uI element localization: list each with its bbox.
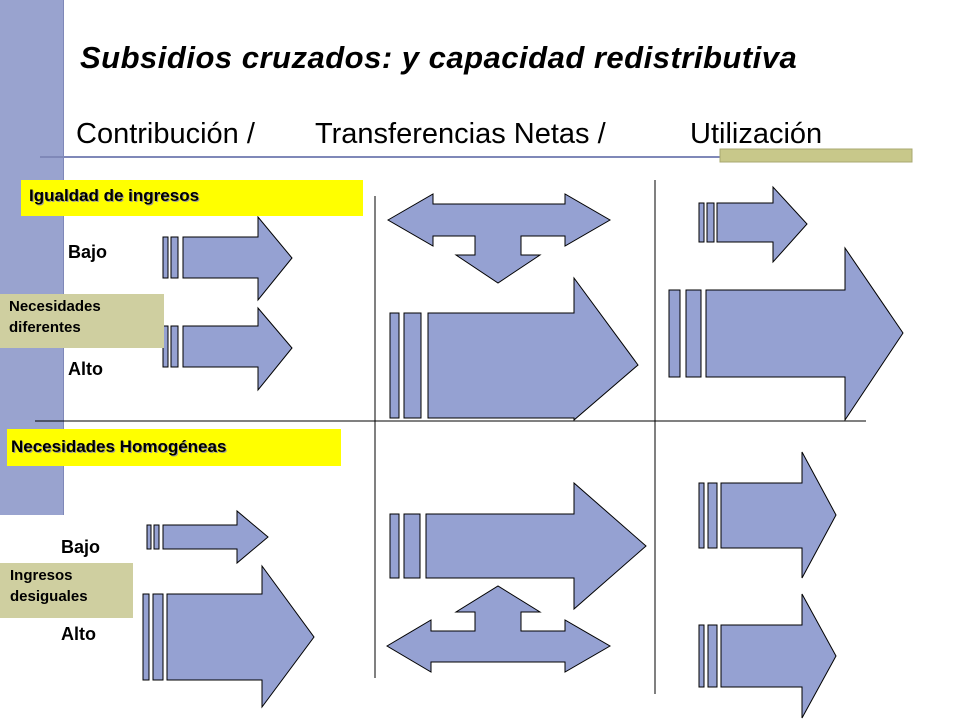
arrow-utilization-top-small bbox=[698, 185, 808, 264]
side-label-line-1: Ingresos bbox=[10, 567, 73, 584]
slide-title: Subsidios cruzados: y capacidad redistri… bbox=[80, 40, 798, 75]
row-label-low-top: Bajo bbox=[68, 242, 108, 262]
column-header-contribution: Contribución / bbox=[76, 118, 255, 150]
row-label-low-bottom: Bajo bbox=[61, 537, 101, 557]
side-label-line-2: diferentes bbox=[9, 319, 81, 336]
arrow-contribution-bottom-low bbox=[146, 509, 269, 565]
column-header-net-transfers: Transferencias Netas / bbox=[315, 118, 606, 150]
row-label-high-top: Alto bbox=[68, 359, 103, 379]
side-label-different-needs: Necesidades diferentes bbox=[0, 294, 164, 348]
heading-homogeneous-needs: Necesidades Homogéneas bbox=[7, 429, 341, 466]
arrow-utilization-bottom-upper bbox=[698, 451, 837, 579]
arrow-utilization-bottom-lower bbox=[698, 593, 837, 719]
arrow-transfer-top-t-shape bbox=[387, 193, 611, 284]
arrow-transfer-bottom-inverted-t bbox=[386, 585, 611, 673]
heading-equal-income: Igualdad de ingresos bbox=[21, 180, 363, 216]
header-accent-bar bbox=[719, 148, 913, 163]
side-label-unequal-income: Ingresos desiguales bbox=[0, 563, 133, 618]
arrow-transfer-top-large bbox=[389, 276, 639, 422]
arrow-contribution-bottom-high bbox=[142, 564, 315, 709]
arrow-contribution-top-low bbox=[162, 215, 293, 302]
side-label-line-2: desiguales bbox=[10, 588, 88, 605]
column-header-utilization: Utilización bbox=[690, 118, 823, 150]
arrow-utilization-top-large bbox=[668, 246, 904, 422]
row-label-high-bottom: Alto bbox=[61, 624, 96, 644]
arrow-transfer-bottom-large bbox=[389, 481, 647, 611]
side-label-line-1: Necesidades bbox=[9, 298, 101, 315]
arrow-contribution-top-high bbox=[162, 306, 293, 392]
